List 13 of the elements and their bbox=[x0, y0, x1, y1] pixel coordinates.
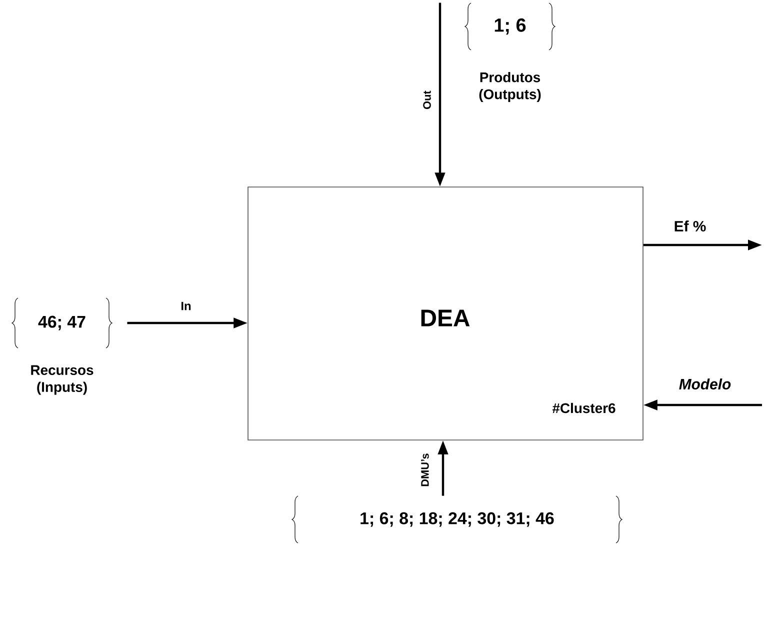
edge-label: Modelo bbox=[679, 378, 731, 390]
value-set: 46; 47 bbox=[12, 298, 112, 348]
box-title: DEA bbox=[421, 310, 470, 326]
node-label: Produtos (Outputs) bbox=[479, 72, 541, 102]
node-label: Recursos (Inputs) bbox=[31, 365, 94, 395]
edge-label: Out bbox=[423, 90, 431, 109]
value-set: 1; 6 bbox=[464, 2, 556, 50]
value-set: 1; 6; 8; 18; 24; 30; 31; 46 bbox=[292, 496, 622, 544]
edge-label: In bbox=[182, 302, 191, 310]
process-box bbox=[248, 186, 644, 440]
edge-label: Ef % bbox=[674, 220, 706, 232]
box-note: #Cluster6 bbox=[552, 402, 616, 414]
edge-label: DMU’s bbox=[421, 454, 429, 486]
